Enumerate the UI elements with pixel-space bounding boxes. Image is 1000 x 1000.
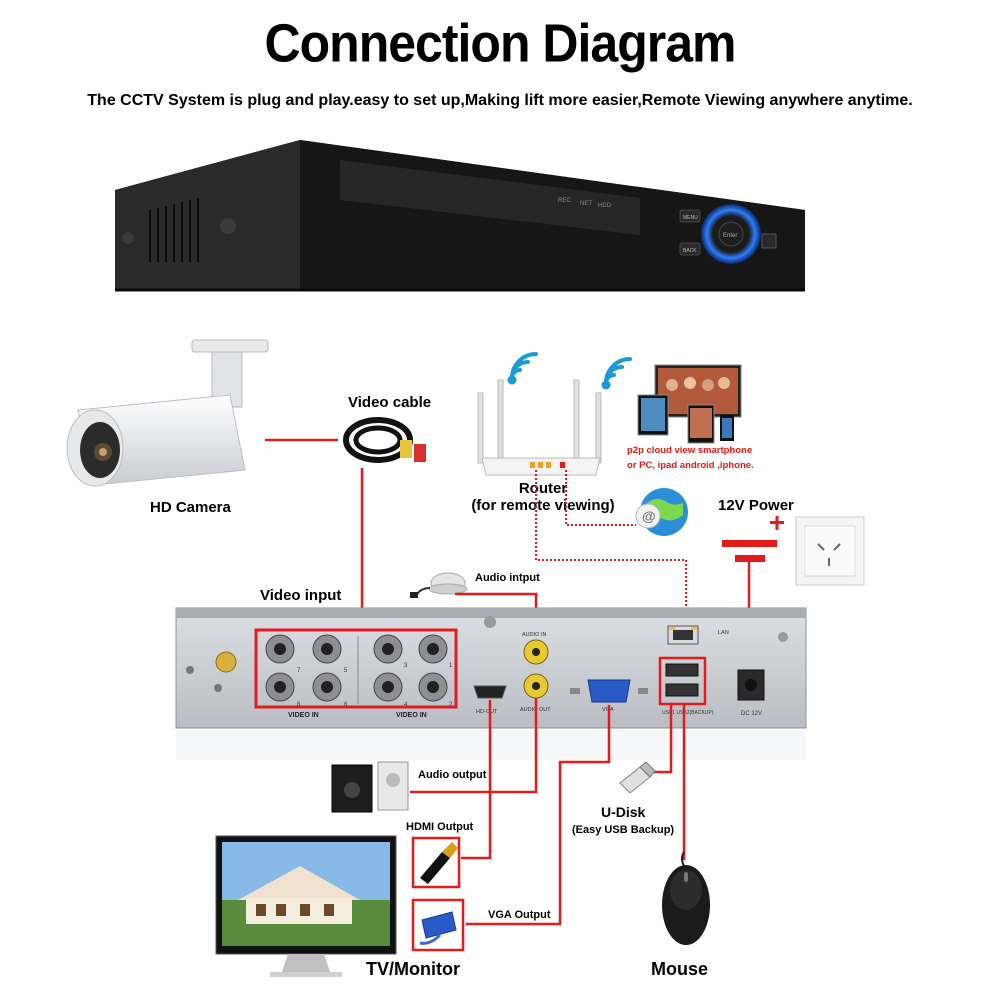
- router-sub-label: (for remote viewing): [471, 497, 614, 514]
- video-in-right-label: VIDEO IN: [396, 712, 427, 719]
- speakers-icon: [331, 761, 409, 813]
- front-rec-label: REC: [558, 198, 571, 204]
- front-net-label: NET: [580, 201, 592, 207]
- video-cable-label: Video cable: [348, 394, 431, 411]
- devices-collage: [637, 364, 742, 444]
- internet-link-line: [565, 470, 636, 526]
- front-hdd-label: HDD: [598, 203, 612, 209]
- ch8: 8: [297, 702, 301, 708]
- menu-button[interactable]: [679, 209, 701, 223]
- ch2: 2: [449, 702, 453, 708]
- audio-output-label: Audio output: [418, 769, 487, 781]
- vent-grille: [149, 198, 199, 262]
- ch7: 7: [297, 668, 301, 674]
- p2p-line1: p2p cloud view smartphone: [627, 445, 752, 456]
- router: [477, 379, 602, 476]
- p2p-line2: or PC, ipad android ,iphone.: [627, 460, 754, 471]
- video-in-left-label: VIDEO IN: [288, 712, 319, 719]
- bnc-ports[interactable]: [265, 634, 448, 702]
- wifi-icon: [507, 352, 538, 385]
- hd-out-label: HD-OUT: [476, 709, 498, 715]
- video-input-highlight: [254, 628, 458, 709]
- svg-text:@: @: [642, 508, 656, 524]
- usb-drive-icon: [619, 761, 656, 794]
- vga-output-label: VGA Output: [488, 909, 551, 921]
- wifi-icon: [601, 357, 632, 390]
- usb2-port[interactable]: [665, 683, 699, 697]
- lan-link-line: [535, 470, 687, 628]
- audio-in-label: AUDIO IN: [522, 632, 546, 638]
- ch3: 3: [404, 663, 408, 669]
- hd-camera: [66, 339, 269, 487]
- usb-front-port[interactable]: [761, 233, 777, 249]
- microphone-icon: [410, 572, 468, 598]
- vga-cable-icon: [419, 911, 457, 945]
- video-cable-coil: [343, 417, 426, 463]
- enter-label: Enter: [723, 233, 737, 239]
- back-button[interactable]: [679, 242, 701, 256]
- page-title: Connection Diagram: [264, 12, 737, 74]
- ch6: 6: [344, 702, 348, 708]
- udisk-label: U-Disk: [601, 804, 646, 820]
- audio-input-label: Audio intput: [475, 572, 540, 584]
- hdmi-cable-icon: [420, 842, 458, 884]
- usb-highlight: [658, 656, 707, 706]
- internet-globe-icon: @: [635, 488, 688, 536]
- back-button-label: BACK: [683, 248, 697, 254]
- power-symbol-icon: [722, 516, 784, 562]
- hdmi-output-label: HDMI Output: [406, 821, 474, 833]
- ch4: 4: [404, 702, 408, 708]
- audio-output-line: [410, 698, 538, 794]
- dvr-front: REC NET HDD MENU BACK Enter: [115, 140, 805, 292]
- mouse-label: Mouse: [651, 959, 708, 979]
- lan-label: LAN: [718, 630, 729, 636]
- menu-button-label: MENU: [683, 215, 698, 221]
- power-label: 12V Power: [718, 497, 794, 514]
- mouse-icon: [662, 851, 710, 945]
- hdmi-output-line: [461, 700, 492, 860]
- hdmi-port[interactable]: [473, 685, 507, 699]
- hd-camera-label: HD Camera: [150, 499, 232, 516]
- video-input-label: Video input: [260, 587, 341, 604]
- vga-port[interactable]: [587, 679, 631, 703]
- tv-monitor-label: TV/Monitor: [366, 959, 460, 979]
- usb1-port[interactable]: [665, 663, 699, 677]
- dc-label: DC 12V: [741, 711, 762, 717]
- tv-monitor: [215, 835, 397, 977]
- router-label: Router: [519, 480, 567, 497]
- page-subtitle: The CCTV System is plug and play.easy to…: [87, 92, 913, 109]
- vga-output-line: [466, 705, 611, 926]
- ch1: 1: [449, 663, 453, 669]
- ch5: 5: [344, 668, 348, 674]
- wall-outlet: [795, 516, 865, 586]
- udisk-sub-label: (Easy USB Backup): [572, 824, 674, 836]
- usb-label: USB1 USB2(BACKUP): [662, 710, 714, 716]
